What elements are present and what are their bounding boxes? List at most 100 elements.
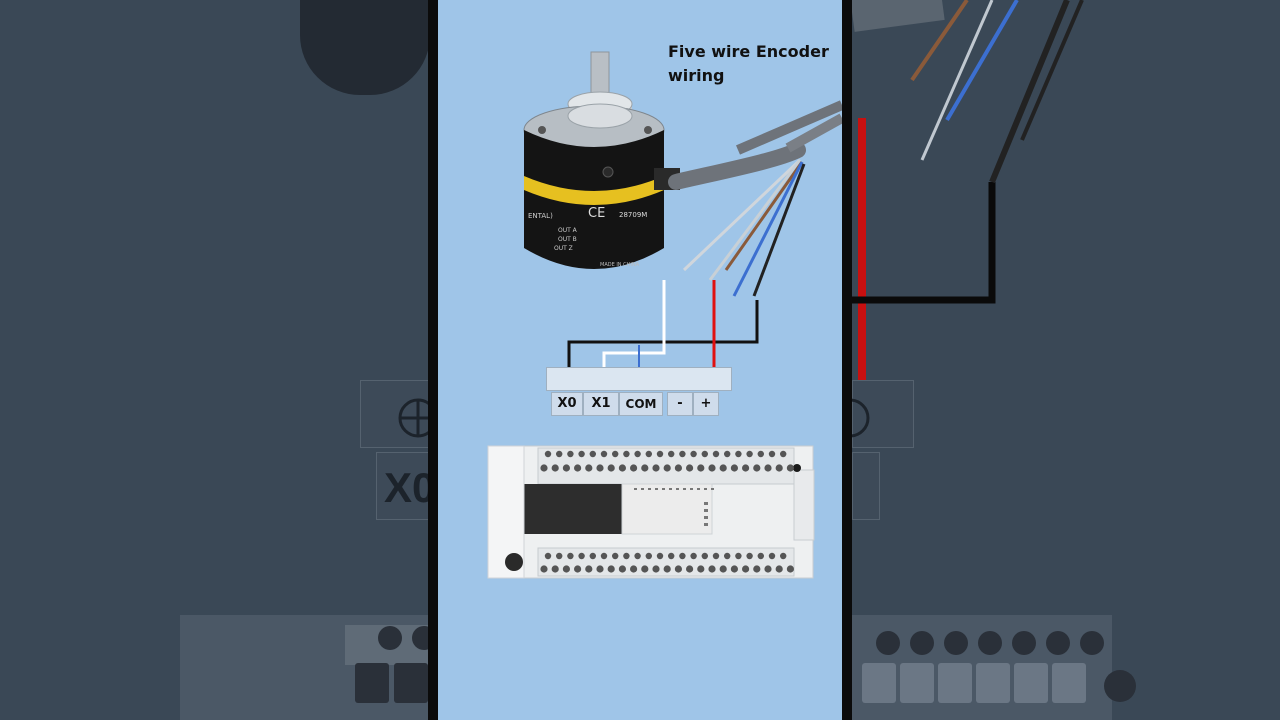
plc-terminal-screw xyxy=(596,565,604,573)
plc-terminal-screw xyxy=(585,464,593,472)
plc-terminal-screw xyxy=(630,464,638,472)
plc-terminal-screw xyxy=(712,450,720,458)
plc-terminal-screw xyxy=(768,552,776,560)
background-left: X0 xyxy=(0,0,428,720)
plc-terminal-screw xyxy=(618,565,626,573)
ghost-encoder xyxy=(300,0,428,95)
plc-terminal-screw xyxy=(612,552,619,560)
plc-terminal-screw xyxy=(757,552,764,560)
plc-terminal-screw xyxy=(753,565,761,573)
plc-terminal-screw xyxy=(600,552,608,560)
plc-terminal-screw xyxy=(712,552,720,560)
plc-terminal-screw xyxy=(730,464,738,472)
encoder-line-1: OUT A xyxy=(558,227,578,234)
plc-terminal-screw xyxy=(578,552,585,560)
plc-terminal-screw xyxy=(556,450,563,458)
plc-led xyxy=(676,488,679,490)
plc-terminal-screw xyxy=(589,552,596,560)
diagram-title: Five wire Encoder wiring xyxy=(668,42,829,85)
plc-terminal-screw xyxy=(612,450,619,458)
plc-terminal-screw xyxy=(719,565,727,573)
plc-terminal-screw xyxy=(674,464,682,472)
plc-terminal-screw xyxy=(768,450,776,458)
plc-terminal-screw xyxy=(679,450,686,458)
plc-terminal-screw xyxy=(574,464,582,472)
ghost-right-svg xyxy=(852,0,1136,703)
plc-terminal-screw xyxy=(578,450,585,458)
plc-terminal-screw xyxy=(724,450,731,458)
plc-terminal-screw xyxy=(780,552,787,560)
plc-terminal-screw xyxy=(724,552,731,560)
terminal-label-x0: X0 xyxy=(551,392,583,416)
plc-terminal-screw xyxy=(656,450,664,458)
wire-thin-black xyxy=(752,163,806,297)
plc-terminal-screw xyxy=(786,464,794,472)
plc-terminal-screw xyxy=(607,464,615,472)
plc-terminal-screw xyxy=(630,565,638,573)
frame-bar-right xyxy=(842,0,852,720)
plc-terminal-screw xyxy=(574,565,582,573)
terminal-label-com: COM xyxy=(619,392,663,416)
plc-led xyxy=(711,488,714,490)
plc-led xyxy=(704,488,707,490)
plc-led xyxy=(662,488,665,490)
ghost-terminal-text: X0 xyxy=(384,464,428,511)
plc-terminal-screw xyxy=(697,464,705,472)
ghost-black-wire xyxy=(852,182,996,304)
encoder-made-in: MADE IN CHINA xyxy=(600,262,640,268)
plc-terminal-screw xyxy=(663,565,671,573)
plc-terminal-screw xyxy=(742,464,750,472)
encoder-cable xyxy=(668,142,806,190)
plc-terminal-screw xyxy=(764,565,772,573)
plc-terminal-screw xyxy=(719,464,727,472)
plc-terminal-screw xyxy=(775,565,783,573)
wiring-lines xyxy=(567,280,759,370)
plc-terminal-screw xyxy=(764,464,772,472)
plc-led xyxy=(690,488,693,490)
plc-terminal-screw xyxy=(540,464,548,472)
plc-terminal-screw xyxy=(708,565,716,573)
plc-terminal-screw xyxy=(567,552,574,560)
background-right xyxy=(852,0,1280,720)
plc-terminal-screw xyxy=(708,464,716,472)
frame-bar-left xyxy=(428,0,438,720)
plc-led xyxy=(634,488,637,490)
plc-terminal-screw xyxy=(690,552,697,560)
plc-terminal-screw xyxy=(679,552,686,560)
plc-terminal-screw xyxy=(544,450,552,458)
wire-thin-brown xyxy=(724,161,804,271)
encoder-line-0: ENTAL) xyxy=(528,212,553,220)
plc-terminal-screw xyxy=(623,552,630,560)
plc-status-led xyxy=(704,516,708,519)
plc-terminal-screw xyxy=(775,464,783,472)
plc-terminal-screw xyxy=(585,565,593,573)
ghost-terminal-box-right xyxy=(852,380,914,448)
plc-terminal-screw xyxy=(562,464,570,472)
ghost-label-box-right xyxy=(852,452,880,520)
plc-terminal-screw xyxy=(540,565,548,573)
plc-terminal-screw xyxy=(742,565,750,573)
terminal-strip xyxy=(546,367,732,391)
plc-terminal-screw xyxy=(634,450,641,458)
plc-led xyxy=(697,488,700,490)
plc-terminal-screw xyxy=(551,464,559,472)
plc-terminal-screw xyxy=(641,565,649,573)
encoder-line-3: OUT Z xyxy=(554,245,573,252)
plc-terminal-screw xyxy=(690,450,697,458)
plc-terminal-screw xyxy=(786,565,794,573)
plc-terminal-screw xyxy=(663,464,671,472)
plc-terminal-screw xyxy=(735,552,742,560)
plc-terminal-screw xyxy=(652,464,660,472)
plc-terminal-screw xyxy=(562,565,570,573)
plc-status-led xyxy=(704,509,708,512)
plc-terminal-screw xyxy=(697,565,705,573)
plc-terminal-screw xyxy=(641,464,649,472)
plc-terminal-screw xyxy=(753,464,761,472)
plc-led xyxy=(683,488,686,490)
plc-terminal-screw xyxy=(551,565,559,573)
plc-terminal-screw xyxy=(686,565,694,573)
plc-terminal-screw xyxy=(730,565,738,573)
plc-terminal-screw xyxy=(600,450,608,458)
plc-terminal-screw xyxy=(701,450,708,458)
terminal-label-x1: X1 xyxy=(583,392,619,416)
